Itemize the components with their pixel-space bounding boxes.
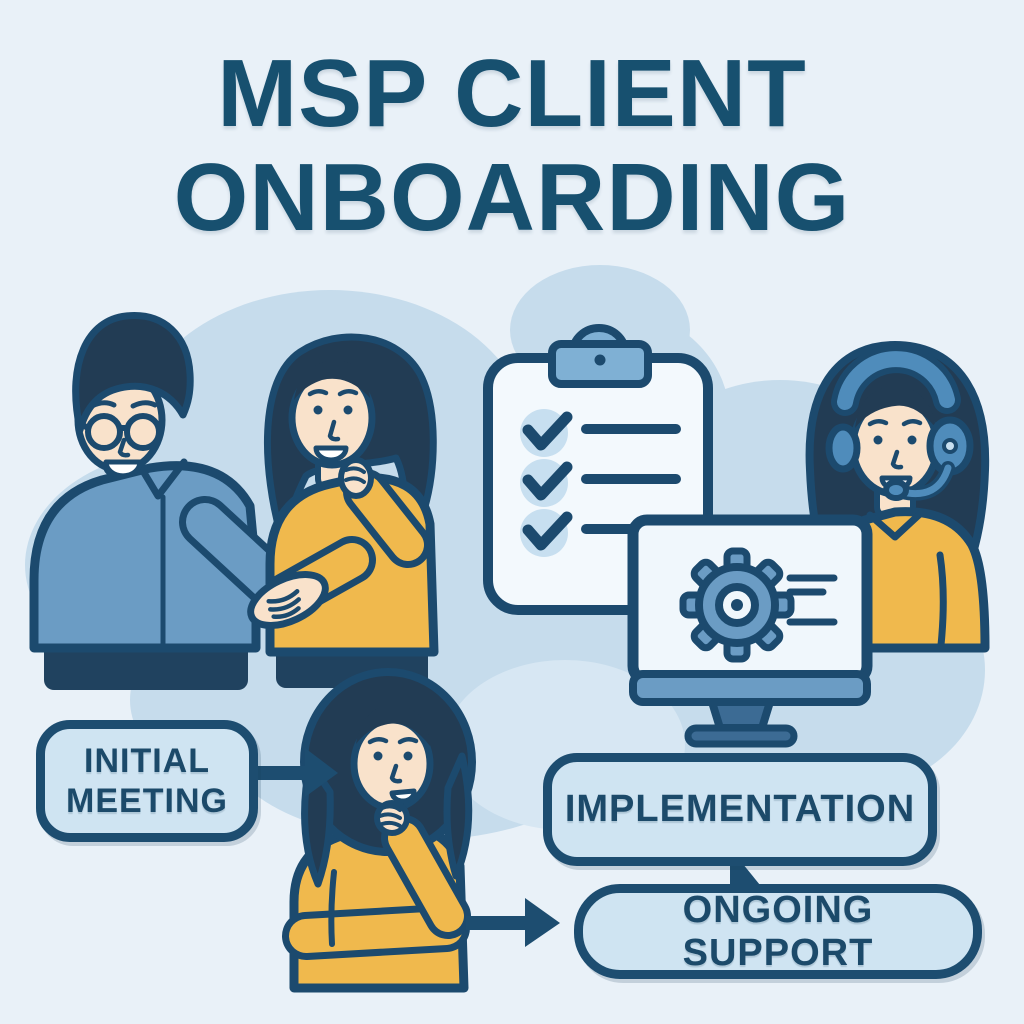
arrow-right-icon [250, 748, 338, 797]
thinking-person-illustration [282, 668, 476, 993]
step-ongoing-support: ONGOING SUPPORT [574, 884, 982, 979]
title-line-2: ONBOARDING [173, 144, 851, 251]
title-line-1: MSP CLIENT [217, 40, 807, 147]
settings-monitor-icon [627, 514, 873, 748]
headset-icon [825, 345, 974, 501]
checklist-row [520, 409, 681, 457]
handshake-illustration [29, 312, 439, 690]
page-title: MSP CLIENT ONBOARDING [0, 42, 1024, 250]
woman-figure [264, 333, 439, 688]
step-implementation: IMPLEMENTATION [543, 753, 937, 866]
checklist-row [520, 459, 681, 507]
screen-text-lines [786, 574, 838, 626]
glasses-icon [76, 413, 162, 451]
arrow-right-icon [466, 898, 560, 947]
man-figure [29, 312, 308, 690]
handshake-hands [247, 571, 329, 629]
step-initial-meeting: INITIAL MEETING [36, 720, 258, 842]
gear-icon [679, 547, 795, 663]
